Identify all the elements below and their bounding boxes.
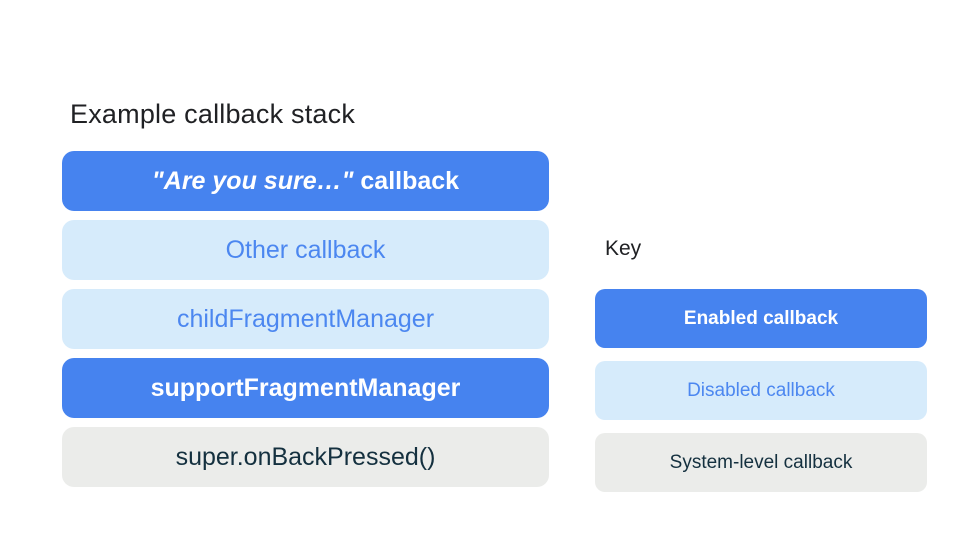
- stack-item-label-rest: callback: [353, 166, 460, 195]
- stack-item-super-on-back-pressed: super.onBackPressed(): [62, 427, 549, 487]
- key-item-system-level-callback: System-level callback: [595, 433, 927, 492]
- stack-item-are-you-sure-callback: "Are you sure…" callback: [62, 151, 549, 211]
- callback-stack: "Are you sure…" callback Other callback …: [62, 151, 549, 487]
- key-item-disabled-callback: Disabled callback: [595, 361, 927, 420]
- key-item-enabled-callback: Enabled callback: [595, 289, 927, 348]
- stack-item-label: "Are you sure…" callback: [152, 167, 459, 196]
- diagram-title: Example callback stack: [70, 99, 356, 129]
- key-panel: Enabled callback Disabled callback Syste…: [595, 289, 927, 492]
- stack-item-child-fragment-manager: childFragmentManager: [62, 289, 549, 349]
- key-heading: Key: [605, 237, 642, 260]
- stack-item-other-callback: Other callback: [62, 220, 549, 280]
- stack-item-label-quoted: "Are you sure…": [151, 166, 354, 195]
- stack-item-support-fragment-manager: supportFragmentManager: [62, 358, 549, 418]
